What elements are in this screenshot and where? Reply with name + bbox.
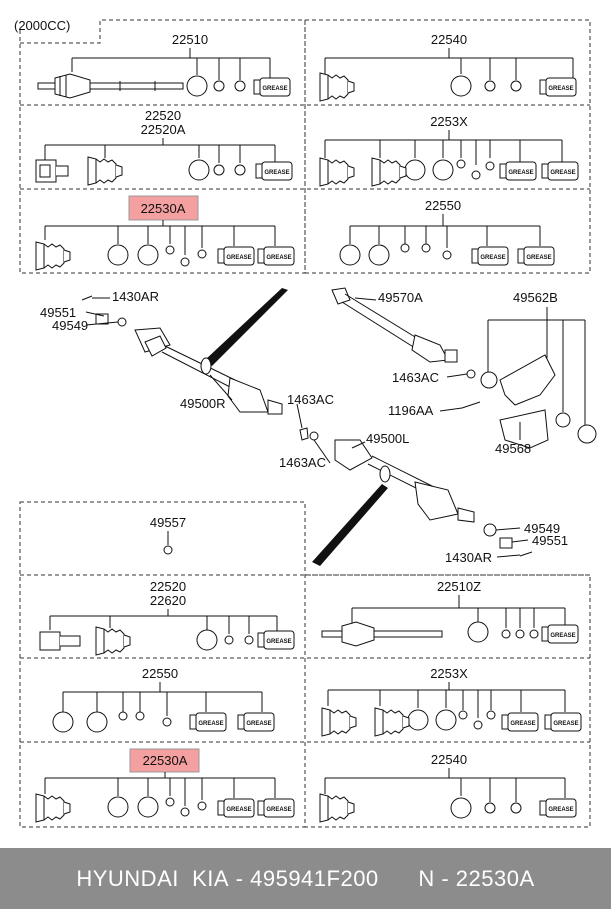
- kit-code: 49557: [150, 515, 186, 530]
- kit-code: 22540: [431, 32, 467, 47]
- shaft-band-left: [312, 484, 388, 566]
- callout-49568: 49568: [495, 441, 531, 456]
- footer-ref: N - 22530A: [418, 865, 535, 891]
- kit-code-alt: 22520A: [141, 122, 186, 137]
- callout-49551-right: 49551: [532, 533, 568, 548]
- callout-1196aa: 1196AA: [388, 403, 434, 418]
- kit-code: 22530A: [143, 753, 188, 768]
- kit-22520[interactable]: 22520 22520A: [35, 108, 293, 186]
- top-kit-block: [19, 19, 591, 274]
- callout-1463ac-top: 1463AC: [392, 370, 439, 385]
- kit-22510z[interactable]: 22510Z: [321, 579, 579, 647]
- kit-code: 22550: [142, 666, 178, 681]
- kit-2253x-bottom[interactable]: 2253X: [321, 666, 582, 737]
- callout-49549: 49549: [52, 318, 88, 333]
- callout-49562b: 49562B: [513, 290, 558, 305]
- kit-2253x[interactable]: 2253X: [319, 114, 579, 187]
- drive-shaft-assembly: 1430AR 49551 49549 49500R 49570A 49562B …: [40, 287, 597, 566]
- callout-49570a: 49570A: [378, 290, 423, 305]
- callout-49549-right: 49549: [524, 521, 560, 536]
- callout-49500r: 49500R: [180, 396, 226, 411]
- callout-49551: 49551: [40, 305, 76, 320]
- callout-49500l: 49500L: [366, 431, 409, 446]
- kit-22550[interactable]: 22550: [339, 198, 555, 266]
- bottom-kit-block: [19, 501, 591, 828]
- kit-code: 22550: [425, 198, 461, 213]
- highlight-box: [128, 195, 199, 221]
- kit-49557[interactable]: 49557: [150, 515, 186, 555]
- kit-code: 22520: [145, 108, 181, 123]
- engine-label: (2000CC): [14, 18, 70, 33]
- kit-code: 22510Z: [437, 579, 481, 594]
- callout-1463ac-mid: 1463AC: [287, 392, 334, 407]
- kit-code: 22510: [172, 32, 208, 47]
- footer-bar: HYUNDAI KIA - 495941F200 N - 22530A: [0, 848, 611, 909]
- footer-brand: HYUNDAI KIA: [76, 865, 230, 891]
- kit-code: 2253X: [430, 666, 468, 681]
- kit-22550-bottom[interactable]: 22550: [52, 666, 275, 733]
- callout-1430ar: 1430AR: [112, 289, 159, 304]
- shaft-band-right: [205, 288, 288, 366]
- parts-diagram: GREASE (2000CC) 22510: [14, 18, 597, 828]
- kit-code-alt: 22620: [150, 593, 186, 608]
- kit-code: 2253X: [430, 114, 468, 129]
- callout-1463ac-bottom: 1463AC: [279, 455, 326, 470]
- kit-22540[interactable]: 22540: [319, 32, 577, 102]
- kit-22510[interactable]: 22510: [37, 32, 291, 99]
- callout-1430ar-right: 1430AR: [445, 550, 492, 565]
- footer-part-number: 495941F200: [250, 865, 379, 891]
- kit-22540-bottom[interactable]: 22540: [319, 752, 577, 823]
- kit-code: 22540: [431, 752, 467, 767]
- kit-22530a-bottom[interactable]: 22530A: [35, 748, 295, 823]
- kit-22530a[interactable]: 22530A: [35, 195, 295, 271]
- kit-22520-22620[interactable]: 22520 22620: [39, 579, 295, 656]
- kit-code: 22520: [150, 579, 186, 594]
- kit-code: 22530A: [141, 201, 186, 216]
